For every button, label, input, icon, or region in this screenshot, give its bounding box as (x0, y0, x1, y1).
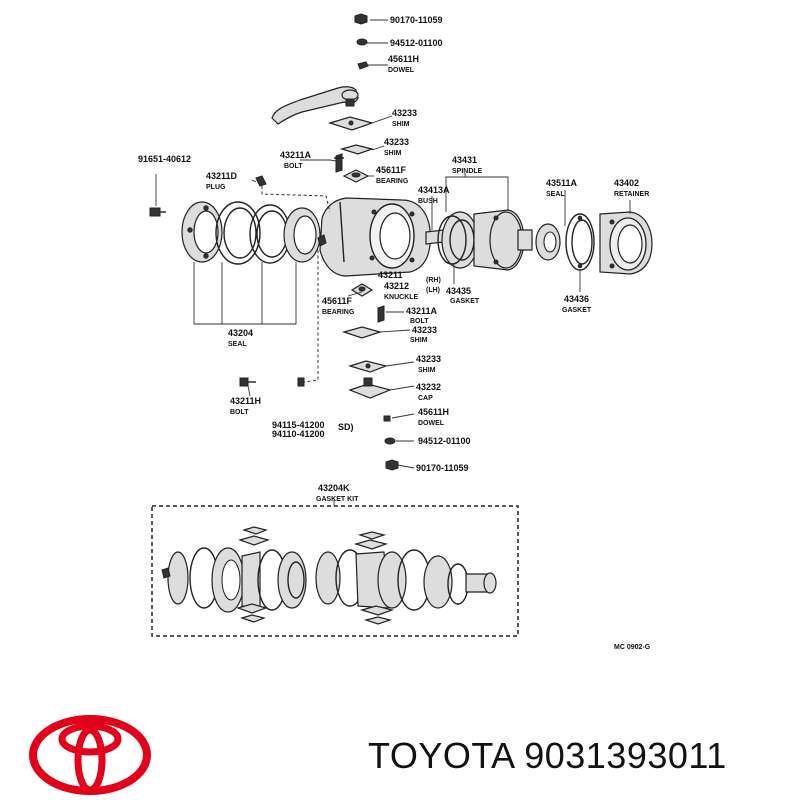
callout-number: 43233 (412, 325, 437, 335)
shim-lower-1 (341, 326, 383, 339)
gasket-43435 (437, 215, 467, 265)
callout-number: 45611H (388, 54, 419, 64)
callout-number: 43211A (280, 150, 312, 160)
callout-desc: GASKET (562, 307, 592, 314)
callout-number: 43233 (416, 354, 441, 364)
kit-assembly-right (315, 531, 497, 625)
callout-number: 43511A (546, 178, 578, 188)
shim-upper-2 (339, 144, 375, 155)
dowel-lower (383, 415, 391, 422)
steering-arm (271, 86, 359, 125)
callout-number: SD) (338, 422, 354, 432)
nut-top (354, 13, 368, 25)
gasket-kit-box (151, 500, 519, 637)
cap-lower (348, 377, 392, 399)
seal-ring-4 (283, 207, 321, 263)
callout-number: 43233 (392, 108, 417, 118)
callout-desc: KNUCKLE (384, 294, 419, 301)
callout-number: 43435 (446, 286, 471, 296)
knuckle-housing (317, 197, 431, 277)
seal-43511a (535, 223, 561, 261)
figure-code: MC 0902-G (614, 644, 651, 651)
callout-desc: BOLT (284, 163, 303, 170)
callout-desc: SHIM (392, 121, 410, 128)
callout-number: 94512-01100 (390, 38, 443, 48)
washer-lower (384, 437, 396, 445)
callout-number: 91651-40612 (138, 154, 191, 164)
shim-lower-2 (347, 360, 389, 373)
callout-number: 43204 (228, 328, 253, 338)
washer-top (356, 38, 368, 46)
callout-number: 43413A (418, 185, 450, 195)
callout-desc: SPINDLE (452, 168, 483, 175)
bolt-lower (377, 305, 385, 323)
callout-desc: BEARING (322, 309, 355, 316)
callout-number: 43402 (614, 178, 639, 188)
nut-lower (385, 459, 399, 471)
callout-number: 43211H (230, 396, 261, 406)
callout-number: 90170-11059 (390, 15, 443, 25)
callout-desc: BEARING (376, 178, 409, 185)
callout-desc: SHIM (384, 150, 402, 157)
callout-number: 94512-01100 (418, 436, 471, 446)
callout-desc: SEAL (546, 191, 565, 198)
callout-number: 45611F (322, 296, 353, 306)
callout-number: 45611H (418, 407, 449, 417)
seal-ring-1 (181, 201, 223, 263)
callout-desc: DOWEL (418, 420, 445, 427)
callout-desc: RETAINER (614, 191, 649, 198)
callout-number: 43211D (206, 171, 238, 181)
parts-diagram: 90170-11059 94512-01100 45611H DOWEL 432… (138, 13, 653, 651)
callout-desc: BOLT (410, 318, 429, 325)
callout-desc: PLUG (206, 184, 226, 191)
callout-desc: GASKET (450, 298, 480, 305)
callout-desc: (LH) (426, 287, 440, 294)
callout-desc: GASKET KIT (316, 496, 359, 503)
callout-labels: 90170-11059 94512-01100 45611H DOWEL 432… (138, 15, 651, 651)
callout-desc: SHIM (418, 367, 436, 374)
callout-desc: BUSH (418, 198, 438, 205)
callout-desc: (RH) (426, 277, 441, 284)
callout-number: 43233 (384, 137, 409, 147)
callout-number: 94115-41200 (272, 420, 325, 430)
seal-ring-2 (215, 201, 261, 265)
callout-desc: BOLT (230, 409, 249, 416)
bolt-94115 (297, 377, 305, 387)
callout-number: 94110-41200 (272, 429, 325, 439)
callout-number: 43211A (406, 306, 438, 316)
callout-desc: DOWEL (388, 67, 415, 74)
kit-assembly-left (161, 526, 307, 623)
callout-number: 43204K (318, 483, 350, 493)
bearing-upper (342, 169, 370, 183)
callout-desc: SHIM (410, 337, 428, 344)
bush (425, 229, 445, 245)
callout-number: 90170-11059 (416, 463, 469, 473)
callout-desc: SEAL (228, 341, 247, 348)
part-number: 9031393011 (524, 735, 727, 776)
brand-name: TOYOTA (368, 735, 514, 776)
callout-number: 43211 (378, 270, 403, 280)
toyota-logo (29, 715, 151, 795)
callout-number: 43436 (564, 294, 589, 304)
retainer (599, 211, 653, 275)
callout-number: 43431 (452, 155, 477, 165)
plug (255, 175, 267, 187)
brand-part-label: TOYOTA 9031393011 (368, 735, 727, 777)
bolt-left (149, 207, 166, 217)
gasket-43436 (565, 213, 595, 271)
spindle (441, 209, 533, 271)
shim-upper-1 (327, 116, 375, 131)
bolt-upper (334, 153, 344, 173)
callout-number: 43212 (384, 281, 409, 291)
leader-lines (155, 19, 631, 469)
callout-desc: CAP (418, 395, 433, 402)
callout-number: 43232 (416, 382, 441, 392)
bolt-43211h (239, 377, 256, 387)
dowel-top (357, 61, 369, 70)
callout-number: 45611F (376, 165, 407, 175)
bearing-lower (350, 283, 374, 297)
